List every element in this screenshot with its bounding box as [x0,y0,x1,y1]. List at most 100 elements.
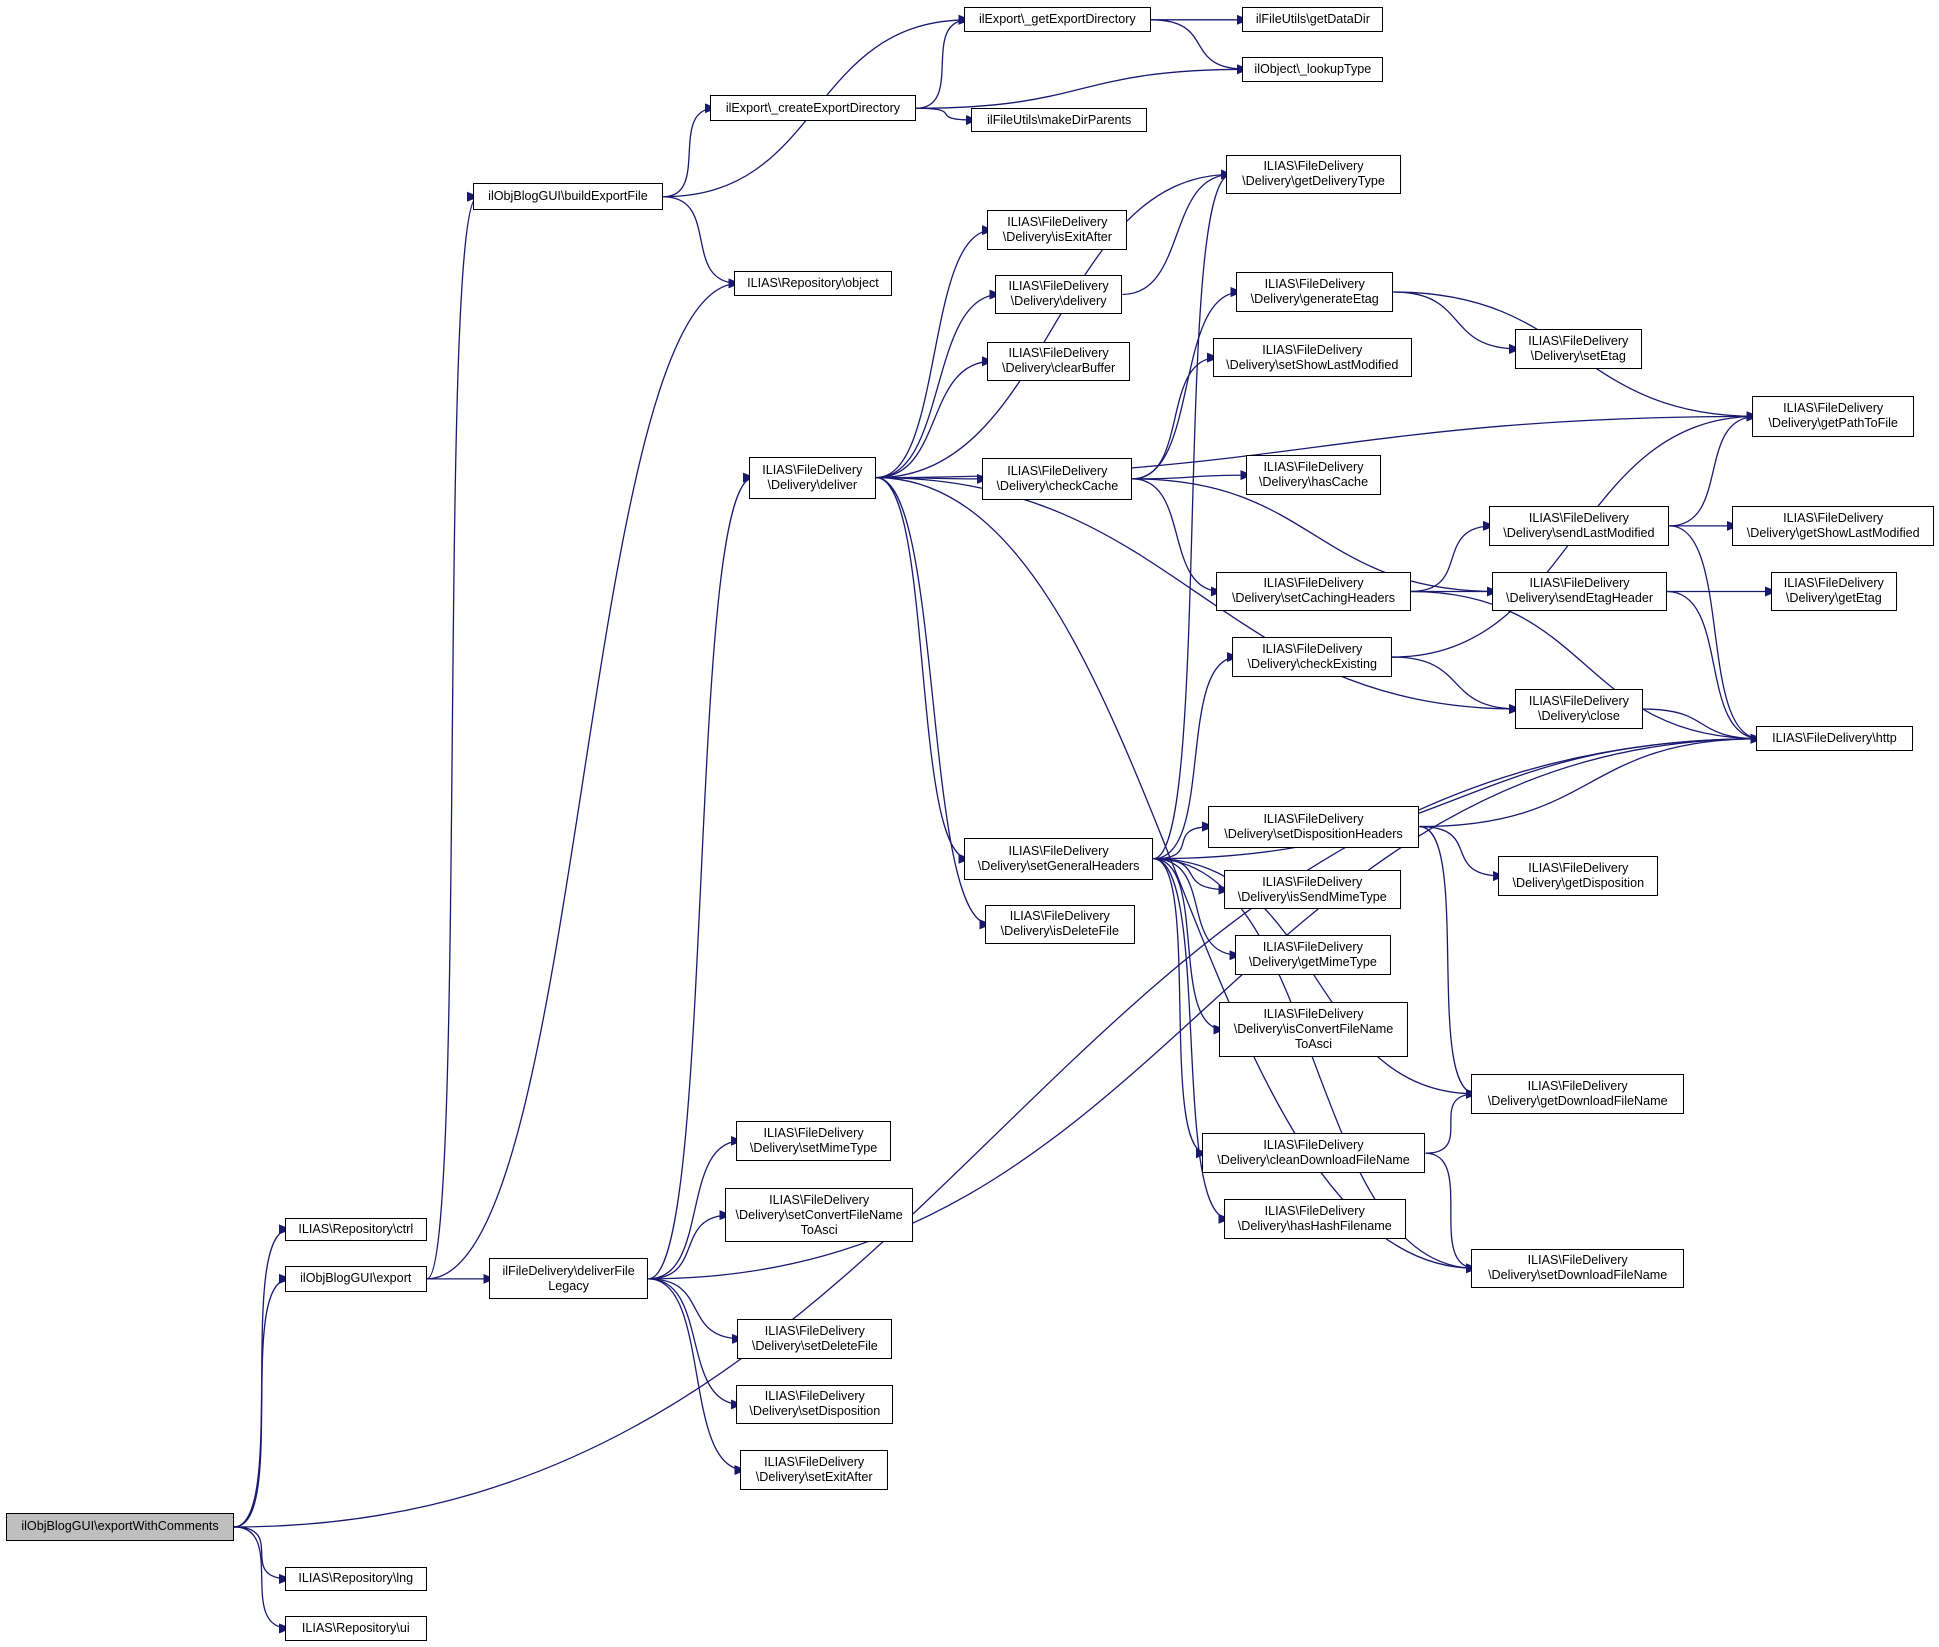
node-label-line: \Delivery\sendEtagHeader [1506,591,1654,606]
node-label-line: ILIAS\FileDelivery [769,1192,870,1207]
graph-node-n2[interactable]: ilObjBlogGUI\export [284,1265,427,1292]
node-label-line: ILIAS\FileDelivery [1783,510,1884,525]
graph-node-n24[interactable]: ILIAS\FileDelivery\Delivery\getPathToFil… [1752,395,1915,437]
graph-node-n0[interactable]: ilObjBlogGUI\exportWithComments [6,1513,234,1541]
edge-n17-to-n21 [1132,478,1221,592]
graph-node-n44[interactable]: ILIAS\FileDelivery\Delivery\setConvertFi… [725,1187,914,1243]
node-label-line: ILIAS\FileDelivery [1528,510,1629,525]
graph-node-n43[interactable]: ILIAS\FileDelivery\Delivery\setMimeType [736,1121,891,1161]
edge-n2-to-n11 [426,283,739,1280]
node-label-line: ilFileDelivery\deliverFile [502,1263,635,1278]
edge-n15-to-n13 [1122,174,1231,296]
edge-n31-to-n22 [1153,657,1237,860]
graph-node-n22[interactable]: ILIAS\FileDelivery\Delivery\checkExistin… [1232,637,1393,677]
graph-node-n19[interactable]: ILIAS\FileDelivery\Delivery\setShowLastM… [1212,337,1412,378]
graph-node-n14[interactable]: ILIAS\FileDelivery\Delivery\isExitAfter [987,210,1128,250]
edge-n17-to-n27 [1132,478,1497,592]
graph-node-n36[interactable]: ILIAS\FileDelivery\Delivery\isConvertFil… [1218,1002,1409,1057]
edge-n22-to-n29 [1392,656,1519,709]
edge-n2-to-n5 [426,197,478,1280]
graph-node-n4[interactable]: ILIAS\Repository\ui [284,1616,427,1641]
graph-node-n1[interactable]: ILIAS\Repository\ctrl [284,1217,427,1242]
graph-node-n23[interactable]: ILIAS\FileDelivery\Delivery\setEtag [1514,329,1642,369]
graph-node-n35[interactable]: ILIAS\FileDelivery\Delivery\getMimeType [1234,935,1391,976]
graph-node-n25[interactable]: ILIAS\FileDelivery\Delivery\sendLastModi… [1488,506,1670,546]
node-label-line: \Delivery\hasHashFilename [1237,1218,1392,1233]
graph-node-n16[interactable]: ILIAS\FileDelivery\Delivery\clearBuffer [987,341,1130,382]
graph-node-n20[interactable]: ILIAS\FileDelivery\Delivery\hasCache [1246,455,1381,495]
graph-node-n21[interactable]: ILIAS\FileDelivery\Delivery\setCachingHe… [1216,571,1411,612]
node-label-line: ILIAS\FileDelivery [1262,940,1363,955]
graph-node-n39[interactable]: ILIAS\FileDelivery\Delivery\cleanDownloa… [1201,1133,1426,1174]
node-label-line: \Delivery\getMimeType [1248,955,1377,970]
node-label-line: ILIAS\Repository\object [747,275,879,290]
edge-n12-to-n31 [876,476,969,859]
graph-node-n34[interactable]: ILIAS\FileDelivery\Delivery\isSendMimeTy… [1223,869,1401,910]
graph-node-n13[interactable]: ILIAS\FileDelivery\Delivery\getDeliveryT… [1226,154,1401,195]
node-label-line: \Delivery\setShowLastModified [1226,357,1399,372]
edge-n27-to-n30 [1666,590,1761,738]
node-label-line: \Delivery\setDisposition [749,1404,881,1419]
graph-node-n7[interactable]: ilExport\_createExportDirectory [710,95,916,122]
edge-n42-to-n12 [648,478,753,1280]
graph-node-n33[interactable]: ILIAS\FileDelivery\Delivery\setDispositi… [1207,805,1420,848]
graph-node-n10[interactable]: ilFileUtils\makeDirParents [971,107,1148,133]
edge-n42-to-n44 [648,1215,730,1280]
graph-node-n29[interactable]: ILIAS\FileDelivery\Delivery\close [1514,689,1644,729]
graph-node-n47[interactable]: ILIAS\FileDelivery\Delivery\setExitAfter [739,1450,889,1490]
node-label-line: \Delivery\isSendMimeType [1237,889,1387,904]
graph-node-n27[interactable]: ILIAS\FileDelivery\Delivery\sendEtagHead… [1492,571,1667,612]
node-label-line: ToAsci [800,1222,838,1237]
node-label-line: ILIAS\FileDelivery\http [1772,731,1897,746]
edge-n39-to-n38 [1425,1094,1476,1154]
graph-node-n3[interactable]: ILIAS\Repository\lng [284,1566,427,1592]
node-label-line: ILIAS\FileDelivery [1528,861,1629,876]
graph-node-n5[interactable]: ilObjBlogGUI\buildExportFile [472,183,664,211]
graph-node-n9[interactable]: ilObject\_lookupType [1242,56,1384,82]
node-label-line: ilObject\_lookupType [1254,61,1372,76]
graph-node-n15[interactable]: ILIAS\FileDelivery\Delivery\delivery [994,274,1123,315]
edge-n21-to-n30 [1410,590,1761,738]
graph-node-n41[interactable]: ILIAS\FileDelivery\Delivery\setDownloadF… [1471,1248,1685,1289]
graph-node-n8[interactable]: ilFileUtils\getDataDir [1242,7,1384,33]
node-label-line: \Delivery\delivery [1010,294,1107,309]
graph-node-n31[interactable]: ILIAS\FileDelivery\Delivery\setGeneralHe… [963,837,1154,880]
graph-node-n17[interactable]: ILIAS\FileDelivery\Delivery\checkCache [982,457,1133,500]
node-label-line: \Delivery\sendLastModified [1503,525,1655,540]
edge-n31-to-n39 [1153,858,1206,1154]
graph-node-n6[interactable]: ilExport\_getExportDirectory [963,7,1151,33]
node-label-line: \Delivery\deliver [767,477,858,492]
graph-node-n18[interactable]: ILIAS\FileDelivery\Delivery\generateEtag [1236,272,1394,312]
node-label-line: ILIAS\FileDelivery [1007,215,1108,230]
graph-node-n12[interactable]: ILIAS\FileDelivery\Delivery\deliver [748,456,877,499]
graph-node-n38[interactable]: ILIAS\FileDelivery\Delivery\getDownloadF… [1471,1074,1685,1114]
node-label-line: ILIAS\FileDelivery [1263,576,1364,591]
node-label-line: ILIAS\FileDelivery [1008,843,1109,858]
edge-n6-to-n9 [1150,19,1248,69]
graph-node-n32[interactable]: ILIAS\FileDelivery\Delivery\isDeleteFile [984,904,1135,945]
edge-n0-to-n4 [233,1526,290,1628]
graph-node-n45[interactable]: ILIAS\FileDelivery\Delivery\setDeleteFil… [737,1319,893,1359]
graph-node-n46[interactable]: ILIAS\FileDelivery\Delivery\setDispositi… [736,1384,894,1425]
node-label-line: \Delivery\setCachingHeaders [1231,591,1396,606]
node-label-line: ILIAS\FileDelivery [1264,277,1365,292]
node-label-line: ILIAS\FileDelivery [1262,342,1363,357]
graph-node-n40[interactable]: ILIAS\FileDelivery\Delivery\hasHashFilen… [1223,1199,1406,1239]
node-label-line: \Delivery\checkExisting [1247,657,1377,672]
graph-node-n26[interactable]: ILIAS\FileDelivery\Delivery\getShowLastM… [1732,506,1935,546]
edge-n7-to-n6 [915,20,969,109]
node-label-line: \Delivery\getDeliveryType [1242,174,1385,189]
edge-n17-to-n19 [1132,358,1217,480]
node-label-line: ILIAS\Repository\ctrl [298,1221,414,1236]
node-label-line: \Delivery\generateEtag [1250,292,1379,307]
graph-node-n37[interactable]: ILIAS\FileDelivery\Delivery\getDispositi… [1498,856,1659,896]
edge-n33-to-n37 [1419,825,1503,876]
graph-node-n30[interactable]: ILIAS\FileDelivery\http [1755,726,1913,752]
graph-node-n11[interactable]: ILIAS\Repository\object [733,270,893,296]
edge-n31-to-n38 [1153,858,1476,1094]
node-label-line: \Delivery\isConvertFileName [1233,1022,1394,1036]
graph-node-n28[interactable]: ILIAS\FileDelivery\Delivery\getEtag [1770,571,1897,612]
node-label-line: \Delivery\getEtag [1785,591,1882,606]
edge-n31-to-n35 [1153,858,1240,956]
